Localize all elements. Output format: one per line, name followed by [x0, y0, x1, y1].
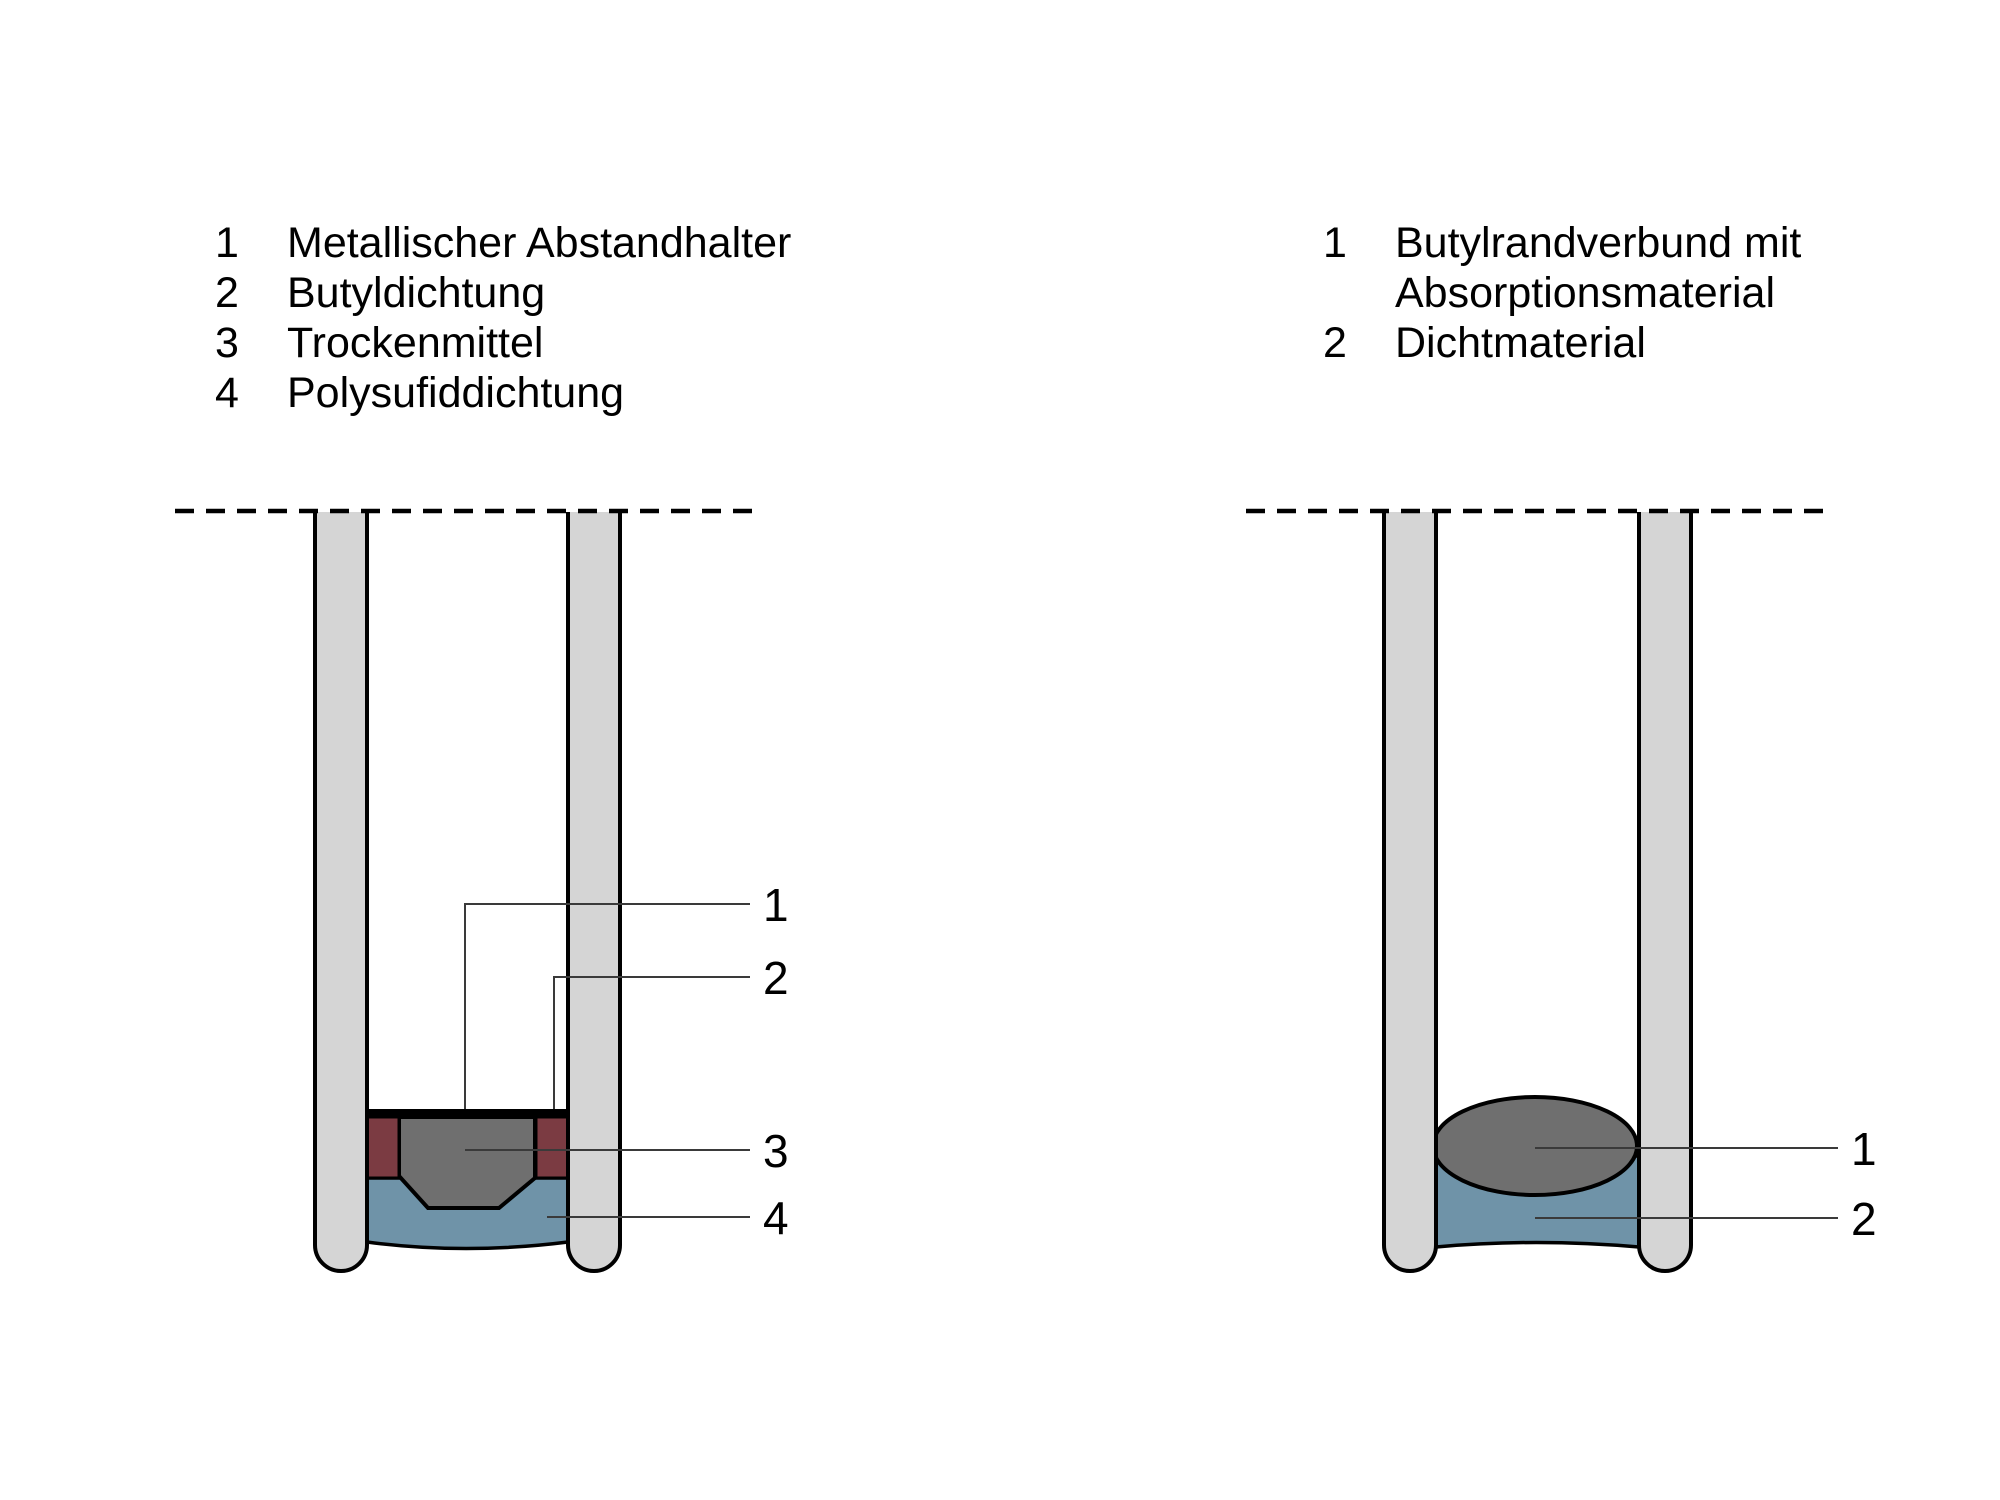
legend-row: Absorptionsmaterial — [1323, 268, 1801, 318]
legend-number: 2 — [1323, 319, 1347, 367]
butyl-seal-right-shape — [534, 1115, 570, 1180]
spacer-top-bar — [367, 1109, 568, 1118]
left-callout-line-1 — [464, 903, 750, 1109]
legend-row: 2 Dichtmaterial — [1323, 318, 1801, 368]
right-diagram — [1246, 508, 1838, 1273]
right-callout-label-2: 2 — [1851, 1193, 1877, 1245]
legend-row: 1 Butylrandverbund mit — [1323, 218, 1801, 268]
legend-number — [1323, 268, 1395, 318]
butyl-seal-left-shape — [365, 1115, 401, 1180]
legend-label: Trockenmittel — [287, 319, 544, 367]
legend-label: Absorptionsmaterial — [1395, 269, 1776, 317]
right-callout-label-1: 1 — [1851, 1123, 1877, 1175]
legend-number: 1 — [1323, 219, 1347, 267]
legend-label: Metallischer Abstandhalter — [287, 219, 792, 267]
left-callout-label-3: 3 — [763, 1125, 789, 1177]
legend-number: 3 — [215, 319, 239, 367]
legend-number: 2 — [215, 269, 239, 317]
left-diagram — [175, 508, 763, 1273]
left-callout-label-2: 2 — [763, 952, 789, 1004]
right-glass-pane-left — [1382, 512, 1438, 1273]
legend-label: Butyldichtung — [287, 269, 546, 317]
butyl-edge-compound-ellipse — [1431, 1095, 1639, 1197]
legend-label: Butylrandverbund mit — [1395, 219, 1802, 267]
left-glass-pane-left — [313, 512, 369, 1273]
left-callout-line-2 — [553, 976, 750, 1109]
legend-row: 3 Trockenmittel — [215, 318, 791, 368]
legend-number: 4 — [215, 369, 239, 417]
right-legend: 1 Butylrandverbund mit Absorptionsmateri… — [1323, 218, 1801, 368]
legend-label: Polysufiddichtung — [287, 369, 625, 417]
legend-number: 1 — [215, 219, 239, 267]
left-legend: 1 Metallischer Abstandhalter 2 Butyldich… — [215, 218, 791, 418]
legend-row: 1 Metallischer Abstandhalter — [215, 218, 791, 268]
desiccant-spacer-shape — [397, 1115, 537, 1210]
left-callout-label-1: 1 — [763, 879, 789, 931]
left-glass-pane-right — [566, 512, 622, 1273]
legend-row: 4 Polysufiddichtung — [215, 368, 791, 418]
left-callout-label-4: 4 — [763, 1192, 789, 1244]
legend-row: 2 Butyldichtung — [215, 268, 791, 318]
legend-label: Dichtmaterial — [1395, 319, 1646, 367]
right-glass-pane-right — [1637, 512, 1693, 1273]
